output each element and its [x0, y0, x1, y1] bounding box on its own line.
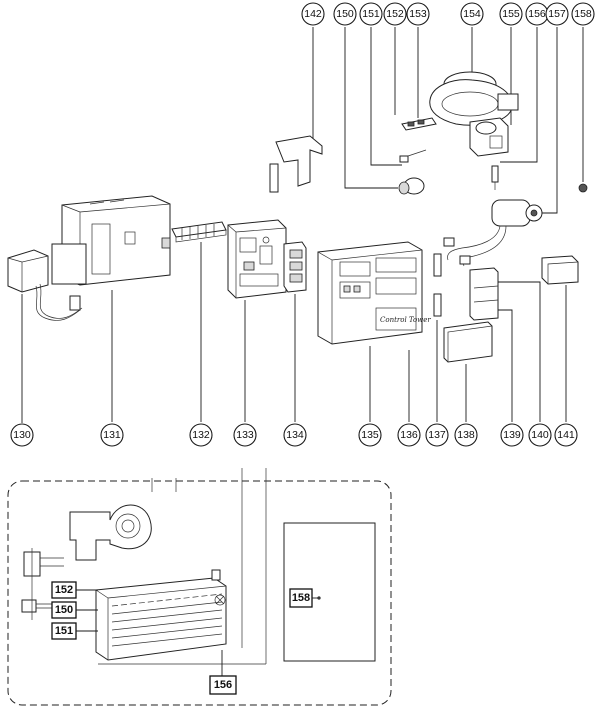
callout-142[interactable]: 142: [301, 2, 325, 145]
callout-134[interactable]: 134: [283, 423, 307, 447]
svg-text:152: 152: [55, 584, 73, 596]
part-142-bracket: [269, 135, 323, 193]
part-141-cap: [541, 255, 579, 422]
part-154-blower: [429, 71, 519, 126]
callout-153[interactable]: 153: [406, 2, 430, 118]
detail-bracket: [21, 548, 64, 620]
detail-label-156[interactable]: 156: [209, 650, 237, 695]
part-155-valve: [469, 117, 509, 157]
svg-text:158: 158: [574, 8, 592, 20]
callout-152[interactable]: 152: [383, 2, 407, 115]
part-136-137-connectors: [408, 253, 442, 422]
callout-140[interactable]: 140: [528, 423, 552, 447]
part-150-153-small-parts: [398, 117, 437, 195]
callout-141[interactable]: 141: [554, 423, 578, 447]
part-130-junction-box: [7, 249, 83, 321]
callouts-bottom: 130 131 132 133 134 135 136 137 138 139 …: [10, 294, 578, 447]
detail-label-150[interactable]: 150: [51, 601, 98, 619]
part-132-terminal-strip: [171, 221, 227, 422]
detail-blower: [69, 504, 152, 561]
callout-135[interactable]: 135: [358, 423, 382, 447]
callout-150[interactable]: 150: [333, 2, 398, 189]
svg-text:139: 139: [503, 429, 521, 441]
part-134-module: [283, 241, 307, 422]
detail-heat-exchanger: [95, 492, 267, 665]
svg-text:154: 154: [463, 8, 481, 20]
callout-139[interactable]: 139: [500, 423, 524, 447]
svg-text:157: 157: [548, 8, 566, 20]
callout-138[interactable]: 138: [454, 423, 478, 447]
callout-157[interactable]: 157: [540, 2, 569, 214]
part-131-housing: [51, 195, 171, 422]
svg-text:151: 151: [55, 625, 73, 637]
svg-text:153: 153: [409, 8, 427, 20]
detail-label-158[interactable]: 158: [289, 588, 321, 608]
svg-text:135: 135: [361, 429, 379, 441]
svg-text:156: 156: [528, 8, 546, 20]
callout-133[interactable]: 133: [233, 423, 257, 447]
part-138-cover: [443, 321, 493, 422]
part-156-sensor: [491, 165, 499, 190]
callout-131[interactable]: 131: [100, 423, 124, 447]
callout-156[interactable]: 156: [500, 2, 549, 163]
svg-text:158: 158: [292, 592, 310, 604]
svg-text:152: 152: [386, 8, 404, 20]
detail-label-152[interactable]: 152: [51, 581, 98, 599]
svg-text:138: 138: [457, 429, 475, 441]
svg-text:155: 155: [502, 8, 520, 20]
svg-text:140: 140: [531, 429, 549, 441]
part-133-control-board: [227, 219, 287, 422]
svg-text:137: 137: [428, 429, 446, 441]
svg-text:151: 151: [362, 8, 380, 20]
callout-154[interactable]: 154: [460, 2, 484, 72]
panel-brand-text: Control Tower: [380, 316, 431, 324]
detail-label-151[interactable]: 151: [51, 622, 98, 640]
svg-text:156: 156: [214, 679, 232, 691]
svg-text:136: 136: [400, 429, 418, 441]
part-135-control-panel: Control Tower: [317, 241, 431, 422]
callout-136[interactable]: 136: [397, 423, 421, 447]
callout-158[interactable]: 158: [571, 2, 595, 182]
part-158-nut: [578, 183, 588, 193]
svg-text:130: 130: [13, 429, 31, 441]
svg-text:150: 150: [336, 8, 354, 20]
detail-inset: 152 150 151 156 158: [7, 468, 392, 706]
part-139-140-relays: [469, 267, 541, 422]
part-157-pump: [443, 199, 543, 267]
callout-151[interactable]: 151: [359, 2, 402, 166]
callouts-top: 142 150 151 152 153 154 155 156 157 158: [301, 2, 595, 214]
svg-text:131: 131: [103, 429, 121, 441]
svg-text:132: 132: [192, 429, 210, 441]
callout-130[interactable]: 130: [10, 294, 34, 447]
svg-text:134: 134: [286, 429, 304, 441]
svg-text:142: 142: [304, 8, 322, 20]
svg-text:150: 150: [55, 604, 73, 616]
callout-137[interactable]: 137: [425, 423, 449, 447]
svg-text:133: 133: [236, 429, 254, 441]
callout-132[interactable]: 132: [189, 423, 213, 447]
svg-text:141: 141: [557, 429, 575, 441]
